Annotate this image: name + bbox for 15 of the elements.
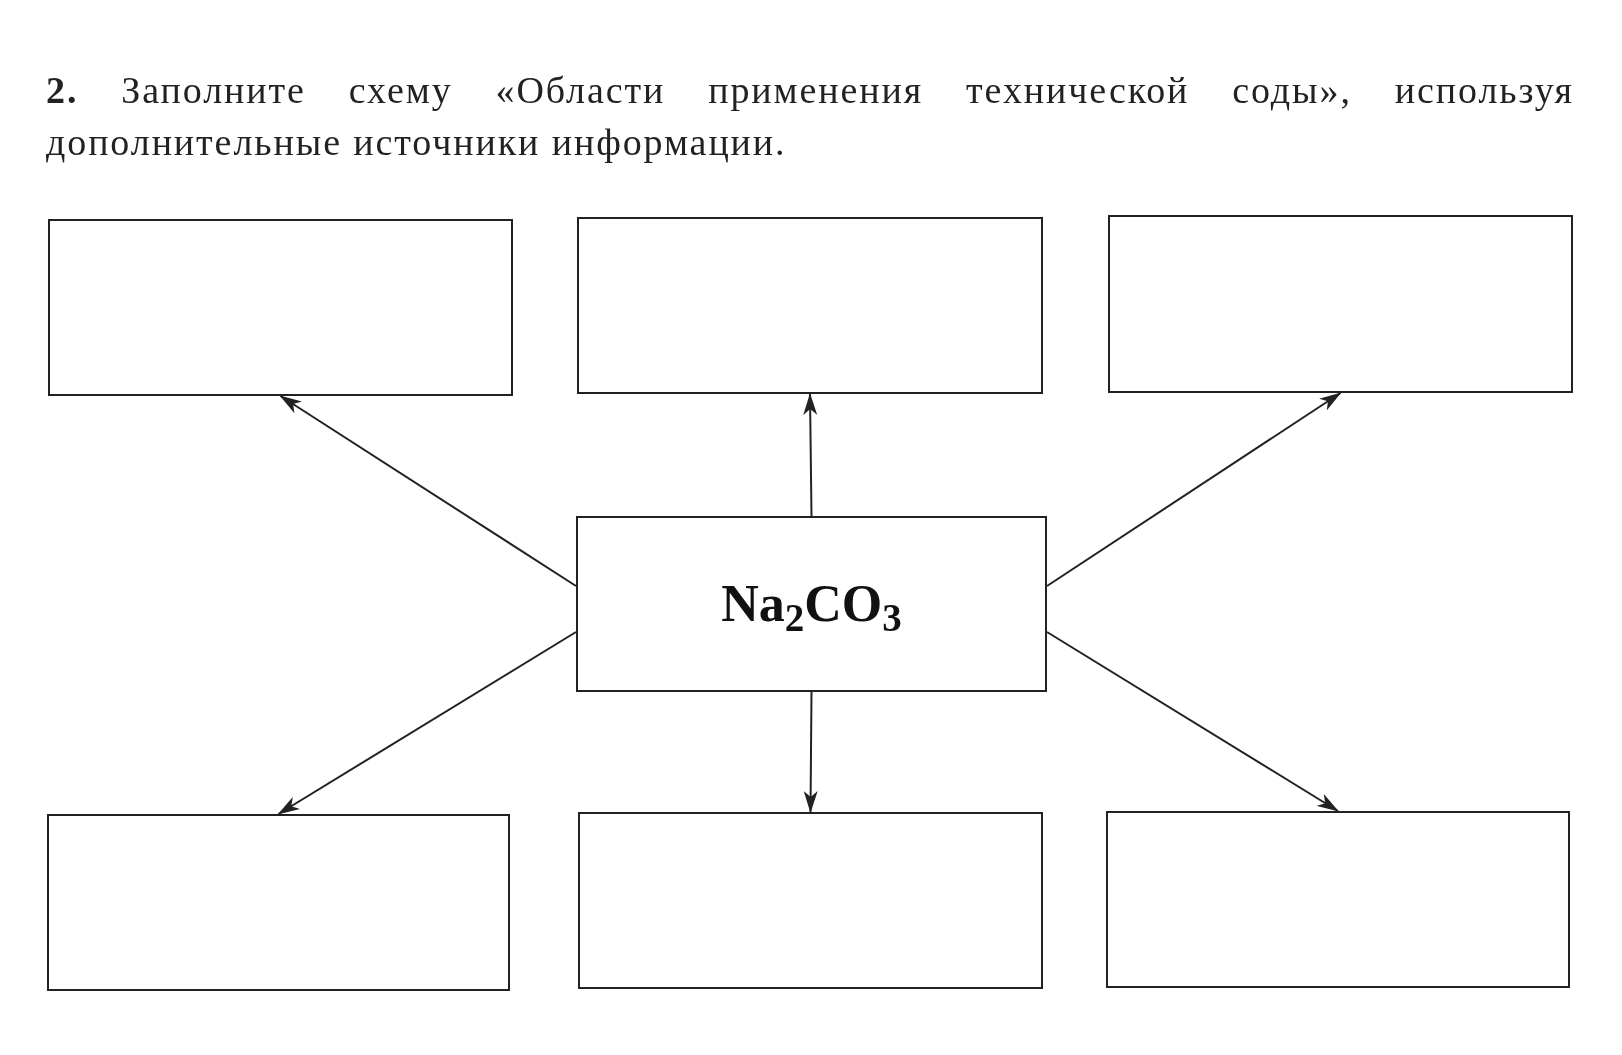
- empty-answer-box: [47, 814, 510, 991]
- arrow: [1046, 392, 1342, 587]
- formula-box: [576, 516, 1047, 692]
- empty-answer-box: [1108, 215, 1573, 393]
- empty-answer-box: [577, 217, 1043, 394]
- empty-answer-box: [578, 812, 1043, 989]
- task-heading: 2. Заполните схему «Области применения технической соды», используя дополнительные источники информации.: [46, 68, 1574, 165]
- arrow: [279, 395, 577, 587]
- arrow: [803, 393, 818, 517]
- formula-text: Na$_{2}$CO$_{3}$: [721, 574, 902, 641]
- empty-answer-box: [48, 219, 513, 396]
- arrow: [1046, 631, 1339, 812]
- arrow: [803, 691, 818, 813]
- arrow: [277, 631, 577, 815]
- empty-answer-box: [1106, 811, 1570, 988]
